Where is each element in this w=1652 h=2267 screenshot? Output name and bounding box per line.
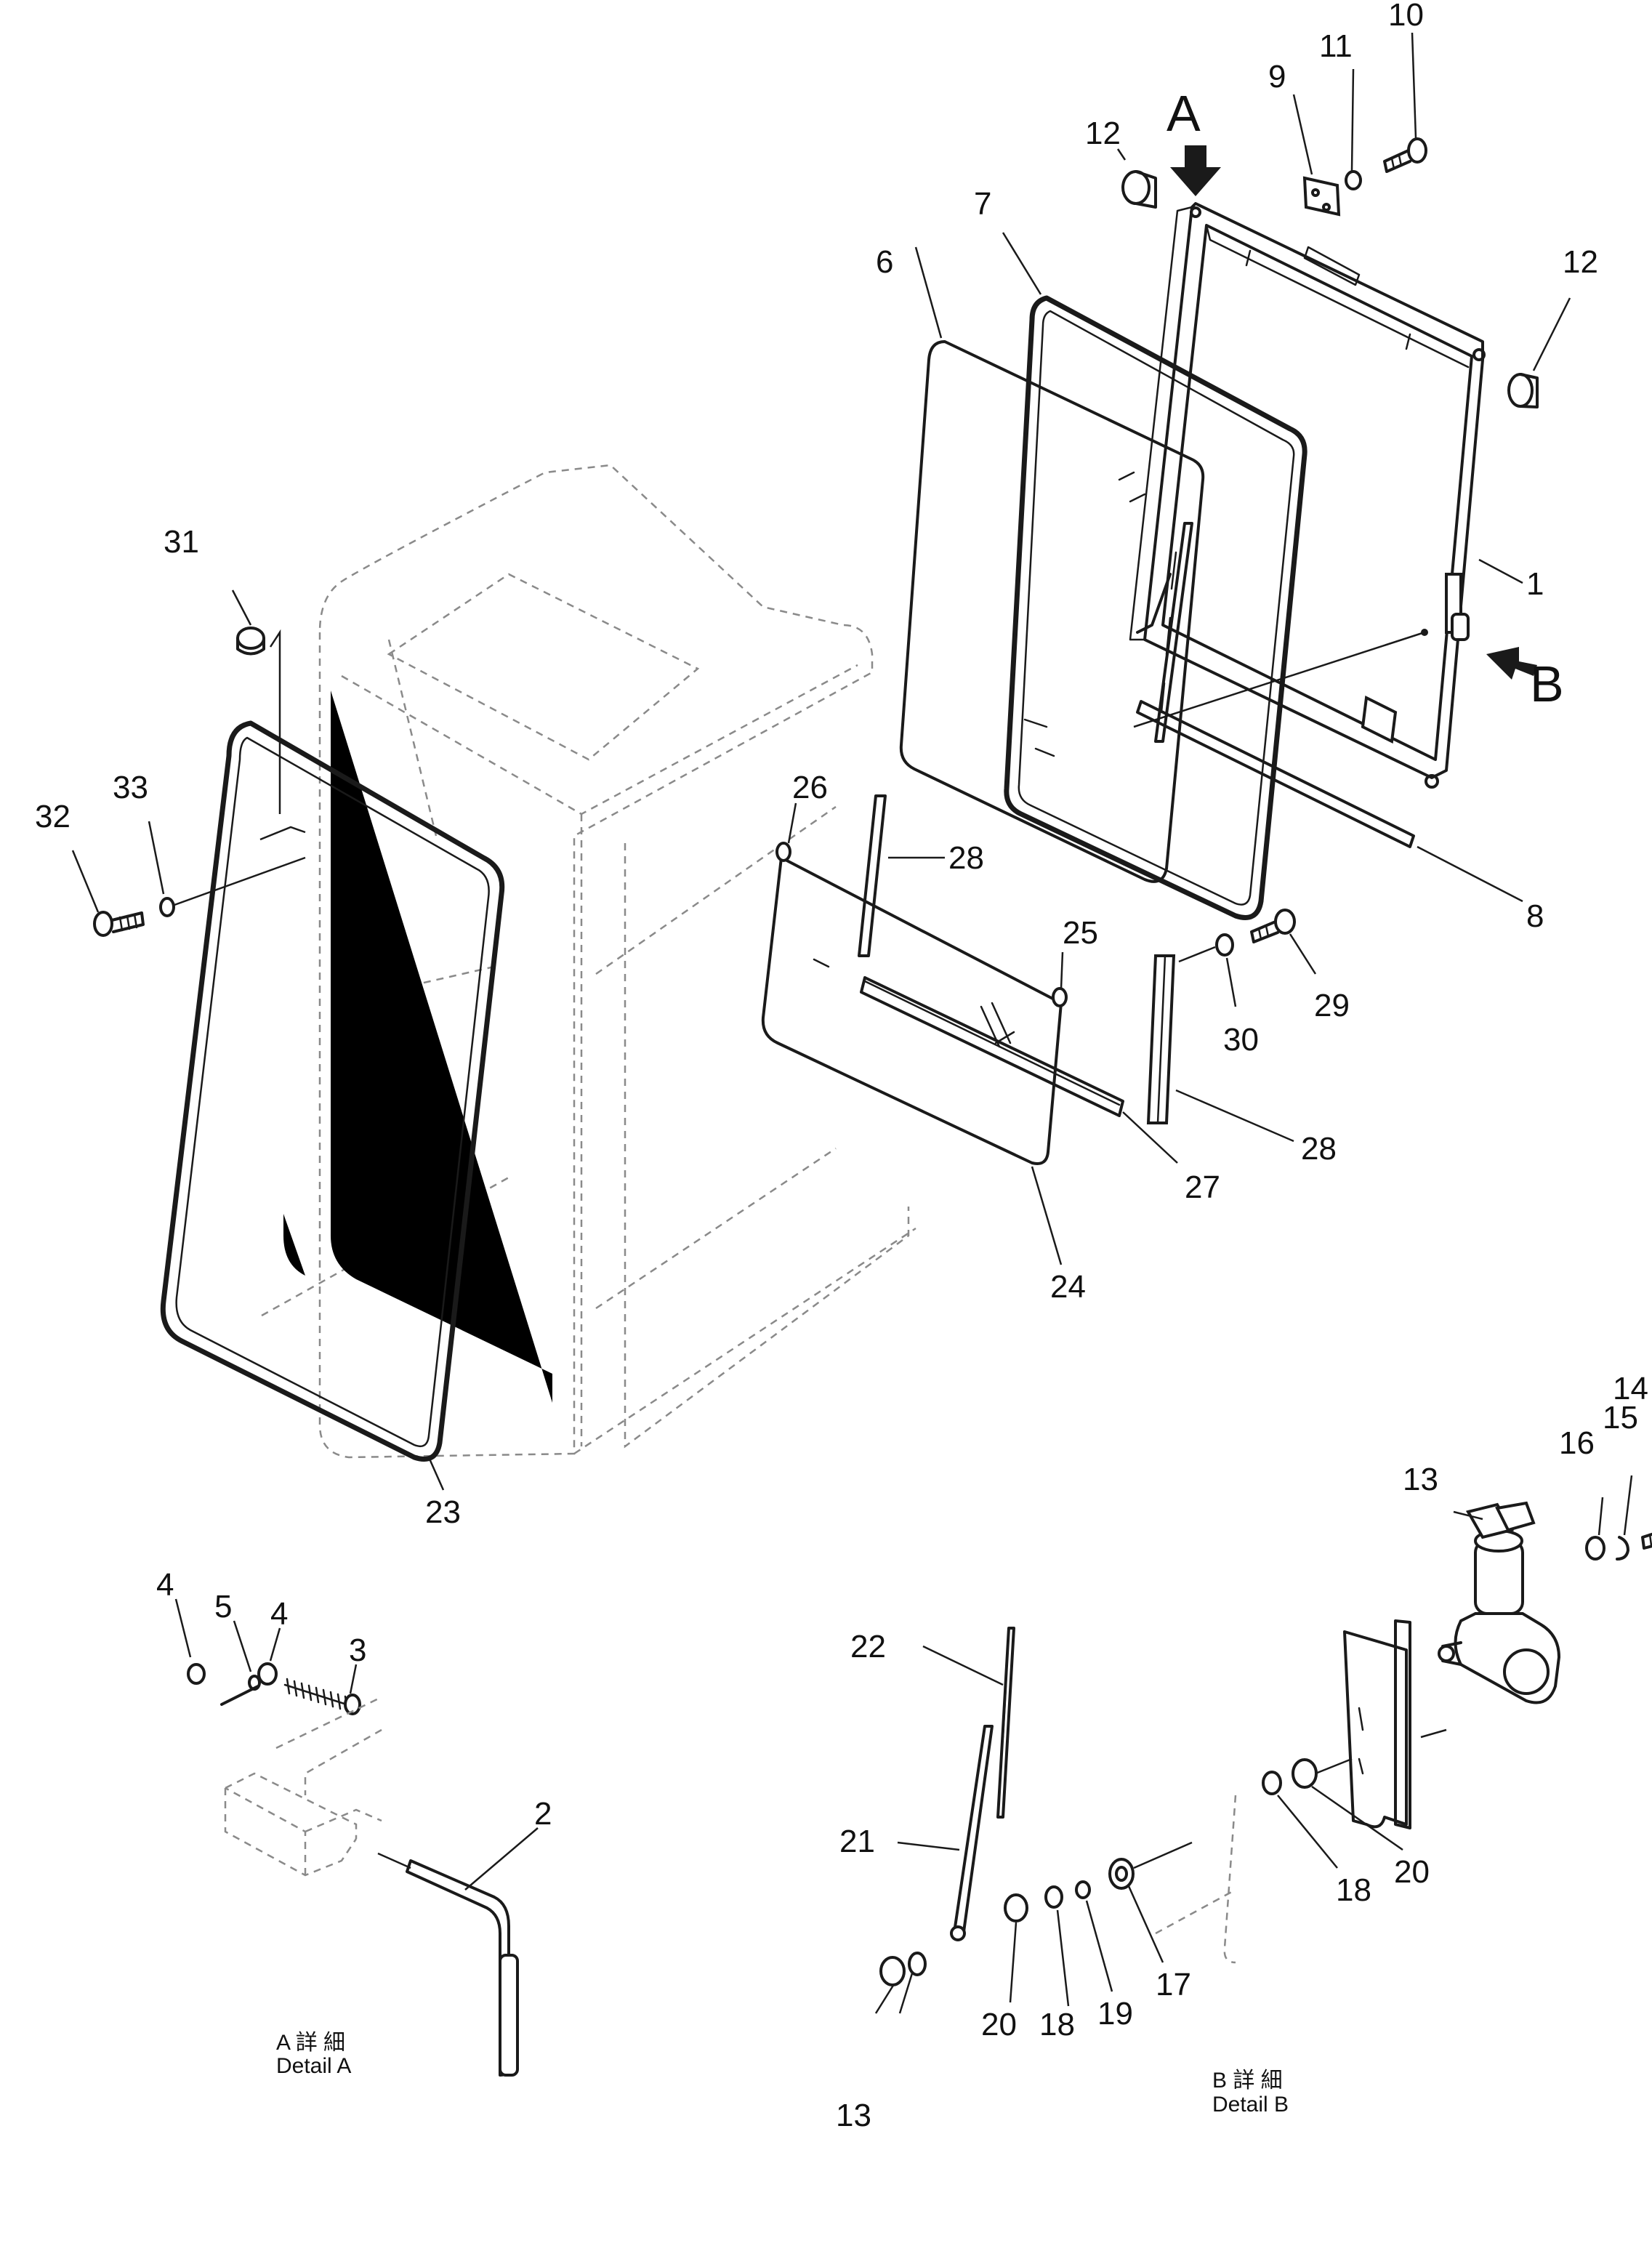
part-8-rail [1136, 700, 1523, 903]
part-29-bolt [1250, 909, 1317, 975]
detail-a-assembly [174, 1598, 539, 2077]
wiper-blade-upper [1136, 522, 1193, 743]
callout-8: 8 [1526, 898, 1544, 934]
part-13-nut [879, 1956, 906, 1986]
view-marker-a: A [1167, 85, 1201, 142]
callout-1: 1 [1526, 566, 1544, 602]
roof-hatch-outline [387, 573, 700, 761]
callout-29: 29 [1314, 988, 1350, 1023]
part-31-cap [231, 589, 281, 814]
callout-27: 27 [1185, 1169, 1220, 1205]
detail-b-caption-en: Detail B [1212, 2093, 1289, 2117]
callout-31: 31 [164, 524, 199, 560]
part-4-washer-b [257, 1662, 278, 1686]
part-10-bolt [1383, 137, 1427, 173]
callout-3: 3 [349, 1632, 366, 1668]
callout-10: 10 [1388, 0, 1424, 33]
part-14-bolt [1641, 1532, 1652, 1550]
part-24-lower-glass [761, 856, 1063, 1265]
detail-a-caption-jp: A 詳 細 [276, 2031, 345, 2055]
detail-a-caption-en: Detail A [276, 2054, 351, 2078]
part-9-bracket [1292, 94, 1341, 217]
callout-13a: 13 [1403, 1462, 1438, 1497]
callout-12a: 12 [1085, 116, 1121, 151]
callout-4b: 4 [270, 1596, 288, 1632]
part-30-washer [1178, 933, 1237, 1007]
latch-b-assembly [1133, 573, 1470, 728]
part-26-roller [775, 802, 797, 862]
callout-32: 32 [35, 799, 70, 834]
part-19-bushing [1075, 1880, 1091, 1899]
callout-4a: 4 [156, 1567, 174, 1603]
parts-32-33-bolt-washer [71, 821, 306, 937]
callout-12b: 12 [1563, 244, 1598, 280]
view-arrow-b [1486, 647, 1537, 680]
callout-21: 21 [839, 1824, 875, 1859]
part-18-washer [1044, 1885, 1063, 1909]
detail-b-caption-jp: B 詳 細 [1212, 2069, 1283, 2093]
part-16-washer [1585, 1536, 1605, 1561]
part-22-wiper-blade [996, 1627, 1015, 1819]
wiper-motor-bracket [1343, 1619, 1411, 1829]
part-17-bearing [1108, 1858, 1135, 1890]
part-21-wiper-arm [952, 1725, 994, 1938]
callout-24: 24 [1050, 1269, 1086, 1305]
callout-33: 33 [113, 770, 148, 805]
callout-23: 23 [425, 1494, 461, 1530]
part-7-glass-seal [1002, 232, 1308, 920]
callout-11: 11 [1319, 28, 1353, 64]
callout-28b: 28 [1301, 1131, 1337, 1167]
part-3-spring [283, 1664, 361, 1715]
callout-26: 26 [792, 770, 828, 805]
part-11-nut [1345, 68, 1362, 190]
callout-14: 14 [1613, 1371, 1648, 1406]
callout-30: 30 [1223, 1022, 1259, 1058]
detail-b-assembly [874, 1475, 1652, 2014]
view-marker-labels: A B [1167, 85, 1564, 712]
callout-labels: 1 2 3 4 4 5 6 7 8 9 10 11 12 12 13 13 14… [35, 0, 1648, 2133]
part-18-washer-b [1262, 1771, 1282, 1795]
callout-20a: 20 [981, 2007, 1017, 2042]
view-arrow-a [1170, 145, 1221, 196]
part-20-nut [1004, 1893, 1028, 1922]
latch-housing-a [224, 1696, 382, 1877]
part-28-strip-lower [1146, 954, 1294, 1143]
callout-19: 19 [1097, 1996, 1133, 2032]
part-2-handle [377, 1827, 539, 2077]
part-25-roller [1052, 951, 1068, 1007]
detail-captions: A 詳 細 Detail A B 詳 細 Detail B [276, 2031, 1289, 2117]
callout-7: 7 [974, 186, 991, 222]
part-12-bushing-right [1507, 297, 1571, 408]
callout-6: 6 [876, 244, 893, 280]
part-6-glass-pane [899, 246, 1205, 883]
callout-9: 9 [1268, 59, 1286, 94]
callout-25: 25 [1063, 915, 1098, 951]
part-15-lockwasher [1616, 1536, 1629, 1561]
callout-13b: 13 [836, 2098, 871, 2133]
callout-22: 22 [850, 1629, 886, 1664]
part-20-nut-b [1292, 1758, 1318, 1789]
callout-28a: 28 [948, 840, 984, 876]
part-12-bushing-top [1116, 148, 1157, 209]
part-4-washer-a [187, 1663, 206, 1685]
callout-15: 15 [1603, 1400, 1638, 1436]
cab-side-opening [265, 690, 567, 1403]
callout-20b: 20 [1394, 1854, 1430, 1890]
part-1-window-frame [1129, 202, 1486, 789]
callout-18b: 18 [1336, 1872, 1371, 1908]
part-23-window-seal [160, 720, 505, 1462]
wiper-motor-assembly [1420, 1501, 1561, 1739]
callout-2: 2 [534, 1796, 552, 1832]
part-27-channel [860, 976, 1178, 1164]
view-marker-b: B [1530, 656, 1564, 712]
callout-18a: 18 [1039, 2007, 1075, 2042]
part-28-strip-upper [858, 794, 945, 957]
callout-5: 5 [214, 1589, 232, 1624]
callout-16: 16 [1559, 1425, 1595, 1461]
callout-17: 17 [1156, 1967, 1191, 2002]
